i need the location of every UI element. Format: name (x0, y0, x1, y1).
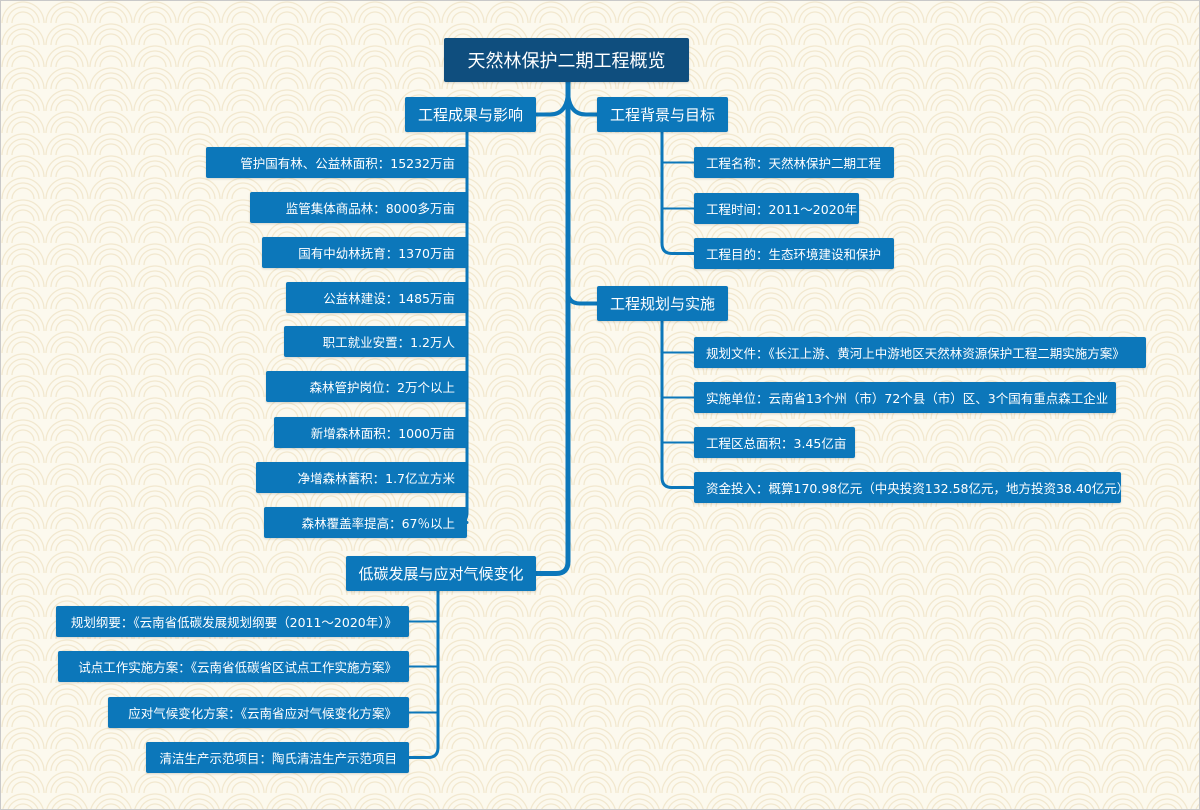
branch-results-impact[interactable]: 工程成果与影响 (405, 97, 536, 132)
connector-planning (566, 289, 599, 306)
branch-planning-implementation[interactable]: 工程规划与实施 (597, 286, 728, 321)
connector-background (566, 88, 599, 117)
n-lowcarbon-leaf-link-3 (407, 746, 440, 759)
leaf-results-1[interactable]: 监管集体商品林：8000多万亩 (250, 192, 467, 223)
leaf-background-2[interactable]: 工程目的：生态环境建设和保护 (694, 238, 894, 269)
leaf-background-0[interactable]: 工程名称：天然林保护二期工程 (694, 147, 894, 178)
leaf-results-6[interactable]: 新增森林面积：1000万亩 (274, 417, 467, 448)
leaf-results-2[interactable]: 国有中幼林抚育：1370万亩 (262, 237, 467, 268)
leaf-background-1[interactable]: 工程时间：2011～2020年 (694, 193, 859, 224)
leaf-results-4[interactable]: 职工就业安置：1.2万人 (284, 326, 467, 357)
leaf-planning-3[interactable]: 资金投入：概算170.98亿元（中央投资132.58亿元，地方投资38.40亿元… (694, 472, 1129, 503)
leaf-planning-2[interactable]: 工程区总面积：3.45亿亩 (694, 427, 855, 458)
branch-low-carbon-climate[interactable]: 低碳发展与应对气候变化 (346, 556, 536, 591)
leaf-lowcarbon-2[interactable]: 应对气候变化方案：《云南省应对气候变化方案》 (108, 697, 409, 728)
n-background-leaf-link-2 (660, 242, 696, 255)
leaf-lowcarbon-3[interactable]: 清洁生产示范项目：陶氏清洁生产示范项目 (146, 742, 409, 773)
leaf-planning-0[interactable]: 规划文件：《长江上游、黄河上中游地区天然林资源保护工程二期实施方案》 (694, 337, 1146, 368)
leaf-lowcarbon-0[interactable]: 规划纲要：《云南省低碳发展规划纲要（2011～2020年）》 (56, 606, 409, 637)
branch-background-goals[interactable]: 工程背景与目标 (597, 97, 728, 132)
leaf-results-7[interactable]: 净增森林蓄积：1.7亿立方米 (256, 462, 467, 493)
root-topic[interactable]: 天然林保护二期工程概览 (444, 38, 689, 82)
leaf-results-0[interactable]: 管护国有林、公益林面积：15232万亩 (206, 147, 467, 178)
leaf-results-8[interactable]: 森林覆盖率提高：67％以上 (264, 507, 467, 538)
leaf-planning-1[interactable]: 实施单位：云南省13个州（市）72个县（市）区、3个国有重点森工企业 (694, 382, 1116, 413)
n-planning-leaf-link-3 (660, 476, 696, 489)
leaf-lowcarbon-1[interactable]: 试点工作实施方案：《云南省低碳省区试点工作实施方案》 (58, 651, 409, 682)
leaf-results-5[interactable]: 森林管护岗位：2万个以上 (266, 371, 467, 402)
connector-results (534, 88, 570, 117)
trunk-connector (533, 79, 571, 576)
leaf-results-3[interactable]: 公益林建设：1485万亩 (286, 282, 467, 313)
